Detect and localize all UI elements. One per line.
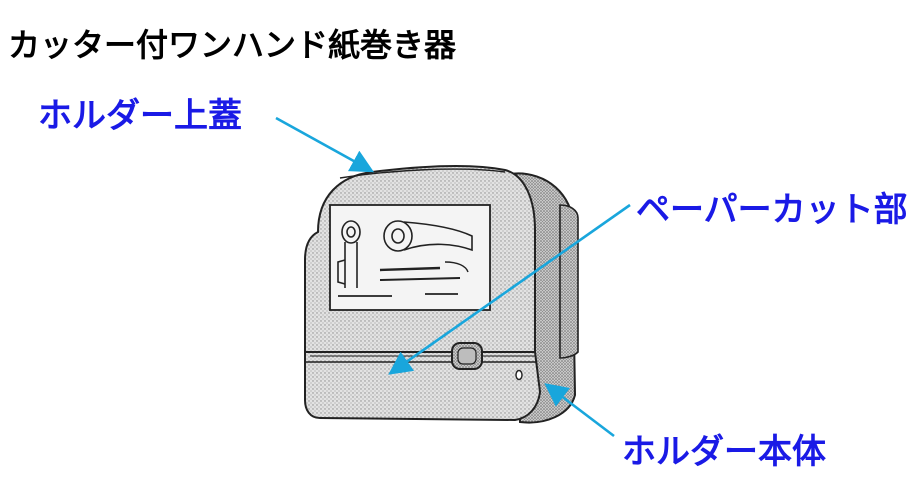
push-button — [451, 342, 483, 370]
cover-lip — [559, 204, 579, 359]
arrow-top-lid — [275, 116, 375, 173]
paper-roll-icon — [337, 220, 361, 288]
callout-body: ホルダー本体 — [622, 432, 826, 472]
callout-top-lid: ホルダー上蓋 — [38, 96, 242, 136]
arrow-paper-cut — [388, 203, 631, 375]
screw-hole — [515, 369, 523, 381]
lower-body — [304, 351, 542, 422]
diagram-title: カッター付ワンハンド紙巻き器 — [8, 26, 457, 64]
arrow-body — [544, 383, 615, 438]
lid-top-edge — [339, 168, 506, 179]
paper-roll-icon-large — [383, 220, 473, 252]
callout-paper-cut: ペーパーカット部 — [636, 190, 908, 230]
label-graphics — [337, 220, 473, 297]
